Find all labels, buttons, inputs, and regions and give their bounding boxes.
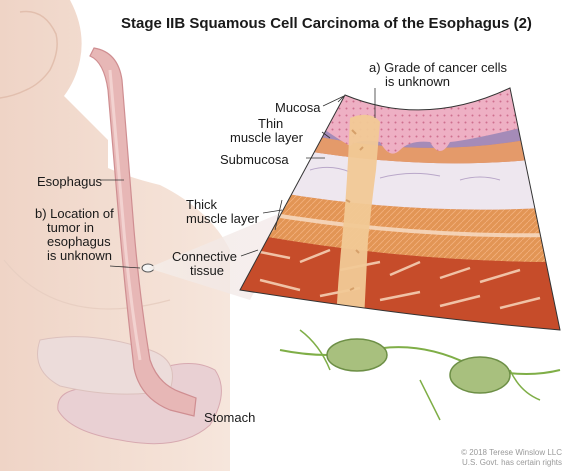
mucosa-label: Mucosa (275, 100, 321, 115)
thick-muscle-bracket (274, 199, 283, 231)
submucosa-label: Submucosa (220, 152, 289, 167)
lymph-node (449, 356, 511, 394)
thick-muscle-label-line1: Thick (186, 197, 218, 212)
diagram-title: Stage IIB Squamous Cell Carcinoma of the… (121, 15, 532, 32)
submucosa-layer (275, 150, 545, 210)
location-label-line1: b) Location of (35, 206, 114, 221)
location-label-line4: is unknown (47, 248, 113, 263)
location-label-line2: tumor in (47, 220, 94, 235)
thin-muscle-label-line1: Thin (258, 116, 284, 131)
thick-muscle-label-line2: muscle layer (186, 211, 259, 226)
grade-label-line1: a) Grade of cancer cells (369, 60, 508, 75)
lymph-node (326, 338, 388, 372)
grade-label-line2: is unknown (385, 74, 451, 89)
esophagus-tube (89, 47, 197, 417)
leader-lines (101, 88, 376, 269)
lymph-nodes (279, 329, 561, 421)
connective-tissue-label-line1: Connective (172, 249, 238, 264)
esophagus-label: Esophagus (37, 174, 103, 189)
stomach-label: Stomach (204, 410, 256, 425)
copyright-line1: © 2018 Terese Winslow LLC (461, 448, 562, 457)
location-label-line3: esophagus (47, 234, 111, 249)
copyright-line2: U.S. Govt. has certain rights (461, 458, 562, 467)
tumor-column (336, 114, 380, 320)
tissue-block-outline (239, 87, 561, 331)
connective-tissue-label-line2: tissue (190, 263, 224, 278)
thin-muscle-label-line2: muscle layer (230, 130, 303, 145)
